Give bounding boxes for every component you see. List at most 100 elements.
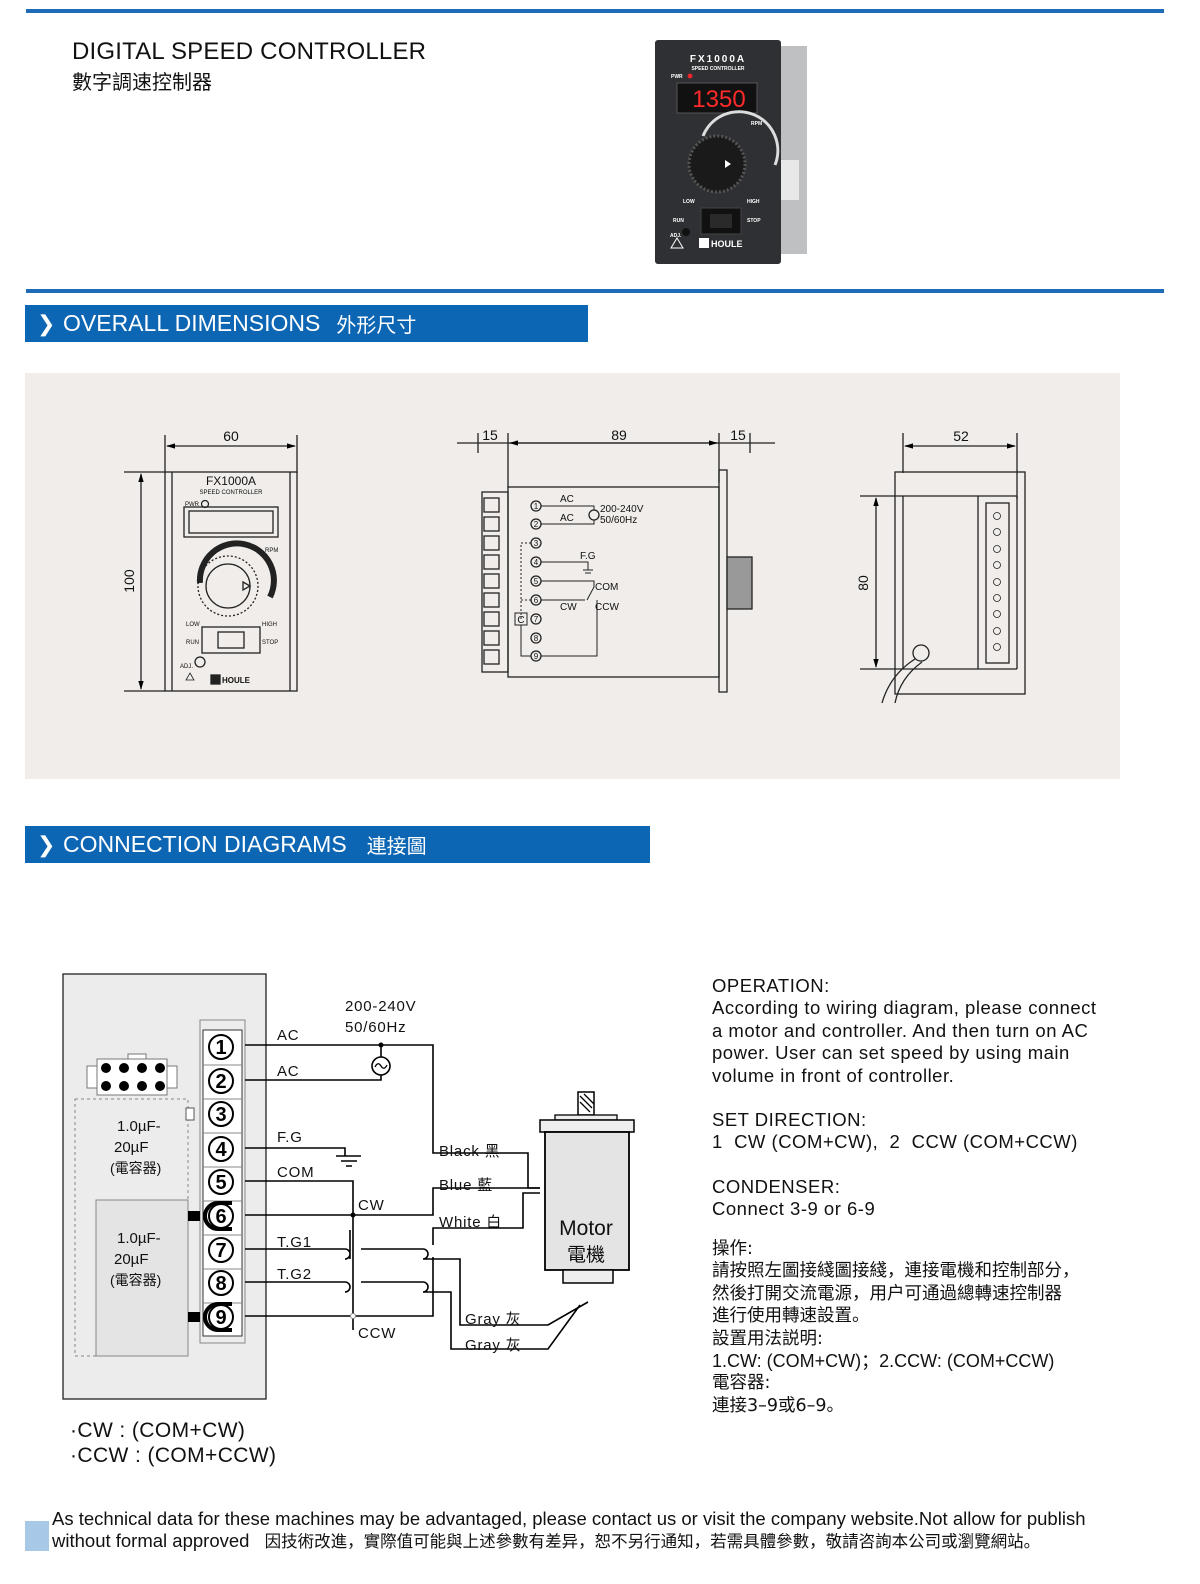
wire-tg1-hop <box>245 1230 351 1260</box>
cap-label-line: 20µF <box>114 1251 149 1268</box>
dim-left: 15 <box>482 427 498 443</box>
dim-width: 60 <box>223 428 239 444</box>
junction-dot <box>378 1042 384 1048</box>
wire-tg2-gray <box>361 1281 581 1350</box>
section-rule <box>26 289 1164 293</box>
side-ac2: AC <box>560 513 574 524</box>
side-knob <box>726 556 753 610</box>
capacitor-labels: 1.0µF- 20µF (電容器) 1.0µF- 20µF (電容器) <box>110 1118 161 1288</box>
side-ac-source-icon <box>588 509 600 521</box>
front-warning-icon <box>185 672 195 681</box>
front-run: RUN <box>186 640 199 646</box>
front-low: LOW <box>186 622 200 628</box>
speed-knob[interactable] <box>687 134 747 194</box>
shaft-hatch <box>579 1093 595 1113</box>
photo-brand: HOULE <box>711 239 743 249</box>
motor-flange <box>539 1119 635 1133</box>
label-black-wire: Black 黑 <box>439 1143 500 1160</box>
page-title: DIGITAL SPEED CONTROLLER <box>72 38 427 65</box>
photo-low: LOW <box>683 199 695 205</box>
side-fg-ground-icon <box>541 561 593 574</box>
front-view <box>124 435 298 692</box>
rear-labels: 52 80 <box>855 428 969 591</box>
wire-cw-blue <box>245 1187 540 1216</box>
chevron-right-icon: ❯ <box>37 310 56 336</box>
side-ccw: CCW <box>595 602 619 613</box>
photo-rpm: RPM <box>751 121 762 127</box>
wire-tg1-gray <box>361 1248 589 1326</box>
wire-labels: AC AC F.G COM T.G1 T.G2 CW CCW 200-240V … <box>277 998 521 1354</box>
direction-heading: SET DIRECTION: <box>712 1109 867 1131</box>
warning-icon <box>670 237 684 249</box>
side-terminals <box>483 497 500 665</box>
page-title-zh: 數字調速控制器 <box>72 70 212 94</box>
cap-label-line: 1.0µF- <box>117 1230 161 1247</box>
direction-text: 1 CW (COM+CW), 2 CCW (COM+CCW) <box>712 1131 1078 1153</box>
side-terminal-label: 8 <box>534 634 539 643</box>
front-adj <box>194 656 206 668</box>
side-freq: 50/60Hz <box>600 515 637 526</box>
side-fg: F.G <box>580 551 596 562</box>
front-pwr-led <box>200 499 210 509</box>
condenser-heading: CONDENSER: <box>712 1175 841 1197</box>
adj-hole[interactable] <box>682 228 690 236</box>
photo-high: HIGH <box>747 199 760 205</box>
dim-rear-height: 80 <box>855 575 871 591</box>
wires <box>245 1044 589 1350</box>
side-terminal-label: 2 <box>534 520 539 529</box>
top-rule <box>26 9 1164 13</box>
photo-stop: STOP <box>747 218 761 224</box>
terminal-number: 9 <box>215 1307 226 1329</box>
dimension-drawings: 60 100 FX1000A SPEED CONTROLLER PWR RPM … <box>121 427 1026 704</box>
front-rpm: RPM <box>265 548 278 554</box>
label-cw: CW <box>358 1197 385 1214</box>
condenser-text: Connect 3-9 or 6-9 <box>712 1198 876 1220</box>
display-value: 1350 <box>692 86 745 113</box>
side-voltage: 200-240V <box>600 504 644 515</box>
label-ac2: AC <box>277 1063 299 1080</box>
speed-arc <box>701 110 780 166</box>
terminal-number: 3 <box>215 1104 226 1126</box>
junction-dot <box>350 1212 356 1218</box>
cap-label-line: 20µF <box>114 1139 149 1156</box>
cap-lead <box>188 1211 200 1221</box>
side-com: COM <box>595 582 618 593</box>
footer-marker <box>25 1521 49 1551</box>
side-terminal-label: 4 <box>534 558 539 567</box>
section-title: OVERALL DIMENSIONS <box>63 310 321 336</box>
side-terminal-block <box>481 491 509 673</box>
side-terminal-label: 6 <box>534 596 539 605</box>
section-header-dimensions: ❯ OVERALL DIMENSIONS 外形尺寸 <box>25 305 588 342</box>
side-cap-label: C <box>517 615 524 626</box>
front-switch-rocker <box>217 631 245 649</box>
label-ccw: CCW <box>358 1325 396 1342</box>
label-ac1: AC <box>277 1027 299 1044</box>
front-stop: STOP <box>262 640 278 646</box>
rear-terminal-screws <box>993 512 1001 651</box>
footer-line2-en: without formal approved <box>52 1530 250 1551</box>
operation-zh-line: 設置用法説明: <box>712 1328 823 1349</box>
brand-logo-icon <box>699 238 709 248</box>
label-com: COM <box>277 1164 314 1181</box>
footer-note: As technical data for these machines may… <box>52 1508 1085 1553</box>
cap-label-line: (電容器) <box>110 1272 161 1288</box>
cap-label-line: 1.0µF- <box>117 1118 161 1135</box>
photo-model: FX1000A <box>690 54 746 65</box>
photo-run: RUN <box>673 218 684 224</box>
capacitor-box <box>95 1199 189 1357</box>
section-title: CONNECTION DIAGRAMS <box>63 831 347 857</box>
front-subtitle: SPEED CONTROLLER <box>199 490 263 496</box>
front-high: HIGH <box>262 622 277 628</box>
operation-zh-line: 連接3–9或6–9。 <box>712 1395 845 1416</box>
label-gray-wire: Gray 灰 <box>465 1311 521 1328</box>
housing-side <box>777 46 807 254</box>
label-fg: F.G <box>277 1129 303 1146</box>
operation-line: According to wiring diagram, please conn… <box>712 997 1097 1019</box>
front-display-inner <box>188 510 274 534</box>
cap-lead <box>188 1312 200 1322</box>
operation-zh-line: 請按照左圖接綫圖接綫，連接電機和控制部分， <box>712 1261 1080 1282</box>
section-title-zh: 外形尺寸 <box>336 313 417 337</box>
section-title-zh: 連接圖 <box>366 834 427 858</box>
led-display <box>676 82 758 114</box>
photo-adj: ADJ. <box>670 233 682 239</box>
